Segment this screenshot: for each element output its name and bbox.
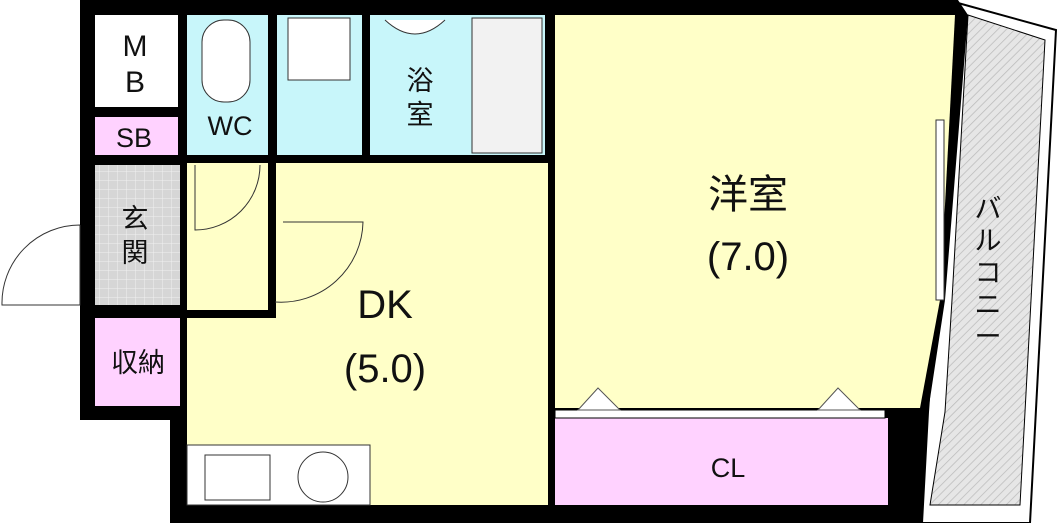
label-genkan-2: 関 <box>122 238 149 268</box>
entrance-door-icon <box>1 224 81 306</box>
room-western <box>555 15 955 408</box>
label-balcony: バ ル コ ニ ー <box>975 194 1002 352</box>
balcony-char: コ <box>975 258 1002 288</box>
balcony-floor <box>929 14 1046 506</box>
label-mb-1: M <box>123 30 148 63</box>
window <box>935 119 945 301</box>
balcony-char: ー <box>975 322 1002 352</box>
room-storage <box>95 318 180 406</box>
balcony-char: バ <box>975 194 1002 224</box>
wc-door-icon <box>194 164 261 231</box>
label-bath-1: 浴 <box>407 66 434 96</box>
bathtub-icon <box>471 17 543 154</box>
label-genkan-1: 玄 <box>122 204 149 234</box>
label-sb: SB <box>116 123 152 153</box>
closet-door-marker <box>816 387 862 411</box>
label-bath-2: 室 <box>407 100 434 130</box>
dk-door-icon <box>274 221 364 303</box>
room-dk <box>187 163 548 505</box>
toilet-icon <box>201 19 251 103</box>
balcony-char: ル <box>975 226 1002 256</box>
label-storage: 収納 <box>111 348 165 378</box>
closet-door-marker <box>576 387 622 411</box>
room-mb <box>95 15 178 107</box>
wash-basin-icon <box>384 19 446 35</box>
label-closet: CL <box>711 453 746 483</box>
room-hall <box>187 163 268 310</box>
room-sb <box>95 117 178 155</box>
room-closet <box>555 418 888 505</box>
label-dk-name: DK <box>357 283 413 327</box>
balcony-char: ニ <box>975 290 1002 320</box>
label-western-size: (7.0) <box>707 235 789 279</box>
room-genkan <box>95 165 180 305</box>
label-western-name: 洋室 <box>708 173 788 217</box>
stove-icon <box>297 451 349 503</box>
closet-door-track <box>554 409 886 419</box>
sink-icon <box>204 454 271 501</box>
label-mb-2: B <box>125 66 145 99</box>
label-wc: WC <box>208 111 253 141</box>
washer-icon <box>287 17 351 81</box>
label-dk-size: (5.0) <box>344 347 426 391</box>
